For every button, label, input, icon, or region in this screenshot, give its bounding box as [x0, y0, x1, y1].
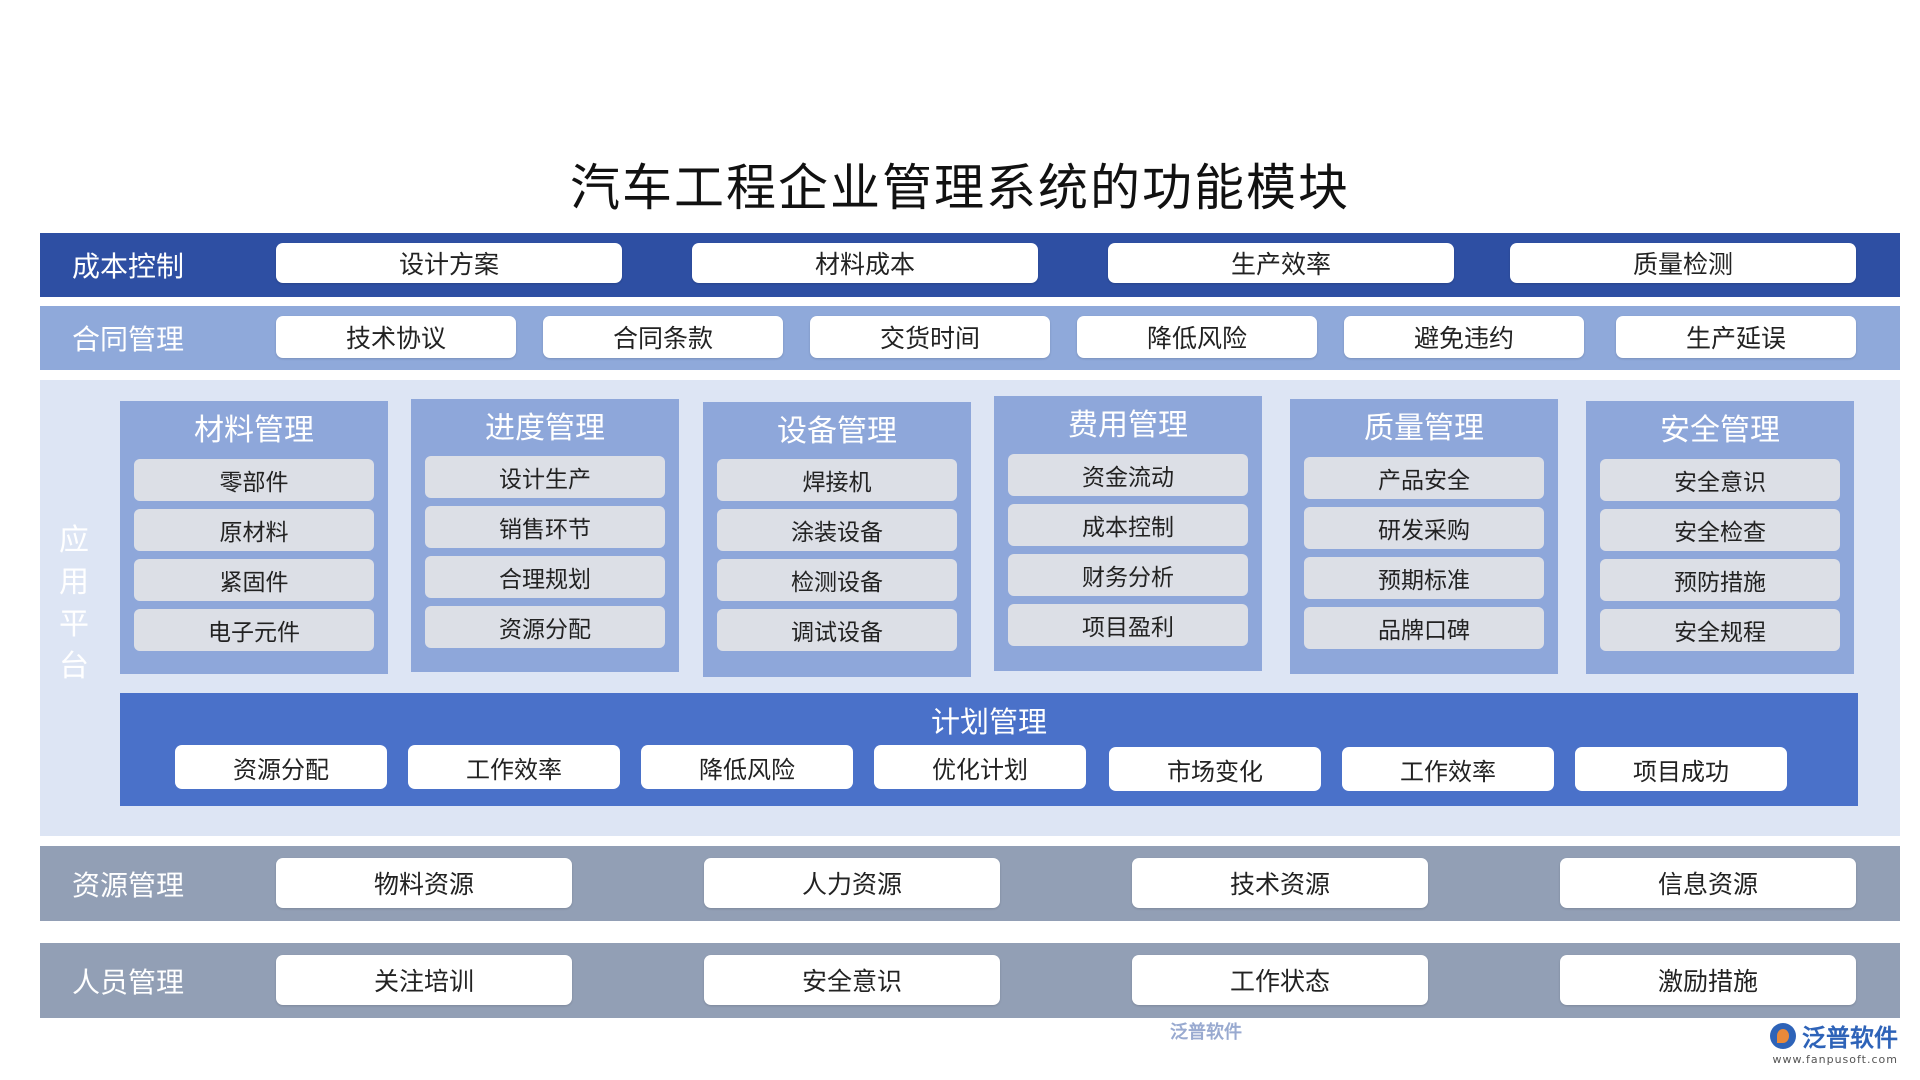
contract-item: 交货时间 [810, 316, 1050, 358]
resource-item: 人力资源 [704, 858, 1000, 908]
cost-control-band: 成本控制 设计方案 材料成本 生产效率 质量检测 [40, 233, 1900, 297]
platform-label: 应 用 平 台 [59, 523, 89, 684]
module-item: 预期标准 [1304, 557, 1544, 599]
cost-item: 材料成本 [692, 243, 1038, 283]
module-item: 安全检查 [1600, 509, 1840, 551]
module-title: 质量管理 [1364, 411, 1484, 446]
module-item: 预防措施 [1600, 559, 1840, 601]
resource-label: 资源管理 [72, 868, 185, 902]
module-item: 安全规程 [1600, 609, 1840, 651]
module-title: 材料管理 [194, 413, 314, 448]
module-title: 费用管理 [1068, 408, 1188, 443]
cost-item: 设计方案 [276, 243, 622, 283]
plan-item: 市场变化 [1109, 747, 1321, 791]
plan-management-bar: 计划管理 资源分配 工作效率 降低风险 优化计划 市场变化 工作效率 项目成功 [120, 693, 1858, 806]
plan-item: 降低风险 [641, 745, 853, 789]
module-item: 原材料 [134, 509, 374, 551]
module-item: 项目盈利 [1008, 604, 1248, 646]
module-item: 品牌口碑 [1304, 607, 1544, 649]
module-item: 成本控制 [1008, 504, 1248, 546]
module-item: 调试设备 [717, 609, 957, 651]
module-item: 财务分析 [1008, 554, 1248, 596]
watermark: 泛普软件 [1170, 1022, 1242, 1043]
module-safety: 安全管理 安全意识 安全检查 预防措施 安全规程 [1586, 401, 1854, 674]
cost-item: 生产效率 [1108, 243, 1454, 283]
plan-item: 工作效率 [408, 745, 620, 789]
plan-item: 优化计划 [874, 745, 1086, 789]
module-title: 安全管理 [1660, 413, 1780, 448]
personnel-label: 人员管理 [72, 965, 185, 999]
plan-item: 资源分配 [175, 745, 387, 789]
module-item: 检测设备 [717, 559, 957, 601]
module-item: 电子元件 [134, 609, 374, 651]
contract-band: 合同管理 技术协议 合同条款 交货时间 降低风险 避免违约 生产延误 [40, 306, 1900, 370]
fanpu-logo: 泛普软件 www.fanpusoft.com [1770, 1018, 1898, 1066]
module-item: 产品安全 [1304, 457, 1544, 499]
module-item: 紧固件 [134, 559, 374, 601]
contract-item: 避免违约 [1344, 316, 1584, 358]
module-title: 设备管理 [777, 414, 897, 449]
plan-title: 计划管理 [930, 705, 1047, 739]
personnel-item: 工作状态 [1132, 955, 1428, 1005]
resource-item: 技术资源 [1132, 858, 1428, 908]
module-item: 资金流动 [1008, 454, 1248, 496]
application-platform-band: 应 用 平 台 材料管理 零部件 原材料 紧固件 电子元件 进度管理 设计生产 … [40, 380, 1900, 1043]
plan-item: 项目成功 [1575, 747, 1787, 791]
module-item: 销售环节 [425, 506, 665, 548]
module-item: 零部件 [134, 459, 374, 501]
resource-item: 物料资源 [276, 858, 572, 908]
personnel-item: 安全意识 [704, 955, 1000, 1005]
logo-text: 泛普软件 [1802, 1024, 1898, 1052]
contract-item: 生产延误 [1616, 316, 1856, 358]
fanpu-logo-icon [1770, 1022, 1796, 1049]
module-item: 涂装设备 [717, 509, 957, 551]
module-item: 研发采购 [1304, 507, 1544, 549]
contract-label: 合同管理 [72, 323, 185, 356]
cost-control-label: 成本控制 [72, 250, 185, 283]
module-item: 合理规划 [425, 556, 665, 598]
page-title: 汽车工程企业管理系统的功能模块 [570, 159, 1350, 217]
module-item: 设计生产 [425, 456, 665, 498]
resource-band: 资源管理 物料资源 人力资源 技术资源 信息资源 [40, 846, 1900, 921]
contract-item: 降低风险 [1077, 316, 1317, 358]
resource-item: 信息资源 [1560, 858, 1856, 908]
personnel-band: 人员管理 关注培训 安全意识 工作状态 激励措施 [40, 943, 1900, 1018]
module-material: 材料管理 零部件 原材料 紧固件 电子元件 [120, 401, 388, 674]
module-item: 安全意识 [1600, 459, 1840, 501]
logo-url: www.fanpusoft.com [1772, 1053, 1898, 1066]
module-expense: 费用管理 资金流动 成本控制 财务分析 项目盈利 [994, 396, 1262, 671]
module-equipment: 设备管理 焊接机 涂装设备 检测设备 调试设备 [703, 402, 971, 677]
module-item: 资源分配 [425, 606, 665, 648]
contract-item: 技术协议 [276, 316, 516, 358]
module-title: 进度管理 [485, 411, 605, 446]
plan-item: 工作效率 [1342, 747, 1554, 791]
module-quality: 质量管理 产品安全 研发采购 预期标准 品牌口碑 [1290, 399, 1558, 674]
contract-item: 合同条款 [543, 316, 783, 358]
personnel-item: 激励措施 [1560, 955, 1856, 1005]
personnel-item: 关注培训 [276, 955, 572, 1005]
module-schedule: 进度管理 设计生产 销售环节 合理规划 资源分配 [411, 399, 679, 672]
module-item: 焊接机 [717, 459, 957, 501]
cost-item: 质量检测 [1510, 243, 1856, 283]
